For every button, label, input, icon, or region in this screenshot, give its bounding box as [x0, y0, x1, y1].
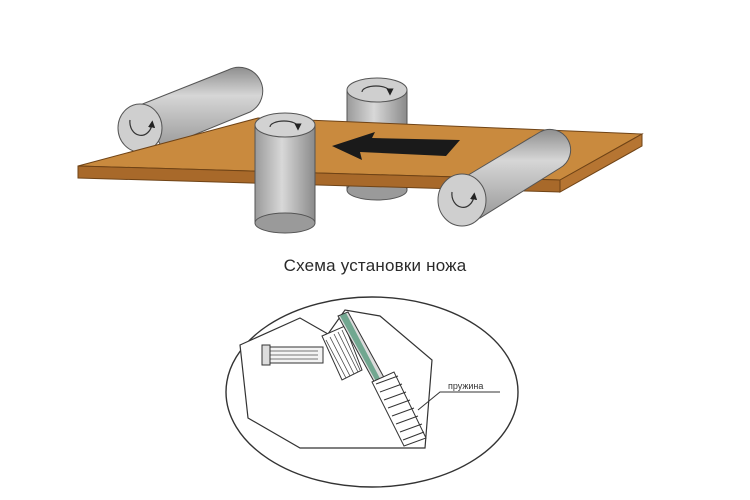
knife-holder-block — [321, 325, 363, 381]
rotation-arrow-icon — [269, 120, 302, 131]
spring — [371, 371, 427, 447]
feed-direction-arrow-icon — [332, 132, 460, 160]
rotation-arrow-icon — [129, 119, 156, 136]
guide-rod — [261, 344, 324, 366]
rotation-arrow-icon — [451, 191, 478, 208]
right-horizontal-roller — [437, 128, 572, 227]
knife-detail-oval: пружина — [225, 296, 519, 488]
front-vertical-roller — [254, 112, 316, 234]
spring-callout-leader — [417, 391, 500, 411]
left-horizontal-roller — [117, 66, 264, 153]
board-and-rollers — [77, 66, 644, 234]
rotation-arrow-icon — [361, 85, 394, 96]
spring-label: пружина — [448, 381, 483, 391]
diagram-caption: Схема установки ножа — [283, 256, 467, 275]
